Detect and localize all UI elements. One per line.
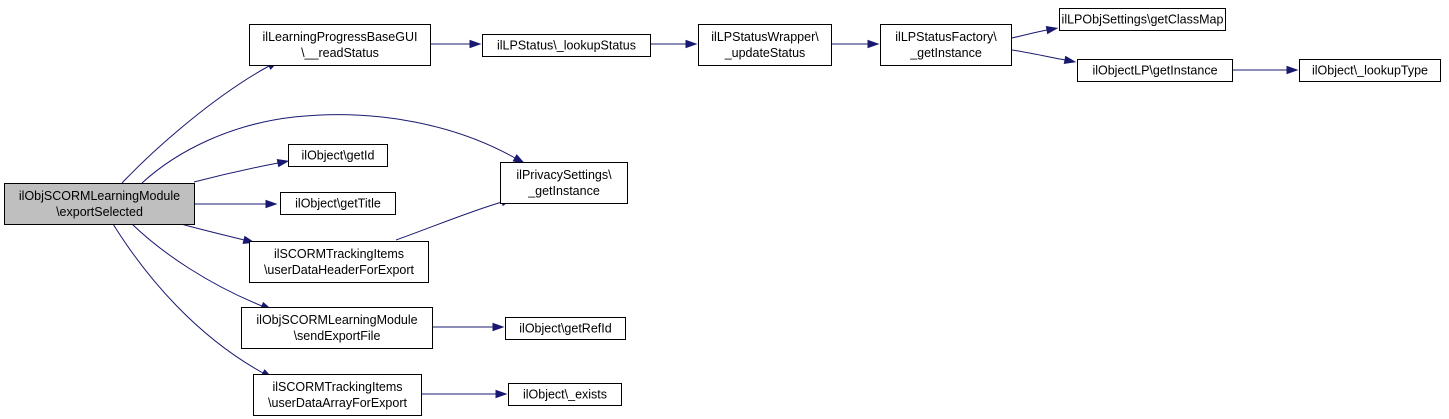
graph-node[interactable]: ilObjSCORMLearningModule \sendExportFile [241, 307, 433, 349]
graph-node[interactable]: ilObject\getTitle [280, 192, 396, 215]
graph-node[interactable]: ilObject\getId [288, 144, 388, 167]
graph-node[interactable]: ilObject\getRefId [505, 317, 626, 340]
arrowhead [469, 39, 482, 49]
node-label: ilLPStatus\_lookupStatus [497, 39, 636, 53]
node-box [500, 162, 628, 204]
node-label: \sendExportFile [294, 329, 381, 343]
node-box [253, 374, 422, 416]
node-label: ilObjectLP\getInstance [1092, 64, 1217, 78]
edge-root-n10 [194, 199, 278, 209]
edge-n2-n3 [651, 39, 698, 49]
graph-node[interactable]: ilSCORMTrackingItems \userDataHeaderForEx… [249, 241, 429, 283]
arrowhead [265, 199, 278, 209]
node-label: ilObject\getRefId [519, 322, 611, 336]
node-box [280, 192, 396, 215]
node-layer: ilObjSCORMLearningModule\exportSelectedi… [4, 8, 1441, 416]
node-box [249, 241, 429, 283]
node-label: ilLPStatusFactory\ [895, 30, 997, 44]
node-box [241, 307, 433, 349]
edge-n12-n13 [432, 322, 505, 332]
edge-line [193, 162, 279, 183]
edge-line [1011, 49, 1066, 61]
arrowhead [276, 158, 290, 168]
node-label: \__readStatus [301, 46, 379, 60]
node-label: _updateStatus [724, 46, 806, 60]
arrowhead [1063, 55, 1077, 65]
edge-line [180, 223, 245, 241]
edge-root-n11 [180, 223, 256, 244]
node-label: _getInstance [527, 184, 600, 198]
node-box [505, 317, 626, 340]
node-label: ilObjSCORMLearningModule [256, 313, 417, 327]
edge-line [121, 65, 270, 184]
arrowhead [492, 322, 505, 332]
graph-node[interactable]: ilLPStatusWrapper\ _updateStatus [698, 24, 832, 66]
arrowhead [1286, 65, 1299, 75]
edge-layer [112, 25, 1299, 399]
edge-root-n14 [112, 223, 274, 379]
node-label: ilPrivacySettings\ [516, 168, 612, 182]
node-label: ilObject\getId [302, 149, 375, 163]
node-label: ilObject\_lookupType [1312, 64, 1428, 78]
node-box [249, 24, 431, 66]
edge-line [131, 223, 263, 307]
graph-node[interactable]: ilObject\_lookupType [1299, 59, 1441, 82]
edge-root-n1 [121, 60, 280, 184]
node-label: \exportSelected [56, 205, 143, 219]
graph-node[interactable]: ilLPStatus\_lookupStatus [482, 34, 651, 57]
node-box [482, 34, 651, 57]
arrowhead [867, 39, 880, 49]
node-label: ilLPObjSettings\getClassMap [1062, 13, 1224, 27]
node-box [1059, 8, 1226, 31]
node-box [1077, 59, 1233, 82]
graph-node[interactable]: ilLPStatusFactory\ _getInstance [880, 24, 1012, 66]
edge-n6-n7 [1232, 65, 1299, 75]
edge-line [141, 114, 516, 184]
edge-n14-n15 [421, 389, 508, 399]
node-box [508, 383, 622, 406]
edge-n4-n6 [1011, 49, 1077, 65]
node-label: ilObject\_exists [523, 388, 607, 402]
node-label: \userDataHeaderForExport [264, 263, 415, 277]
root-node[interactable]: ilObjSCORMLearningModule \exportSelected [4, 183, 195, 225]
graph-node[interactable]: ilLearningProgressBaseGUI \__readStatus [249, 24, 431, 66]
graph-node[interactable]: ilObject\_exists [508, 383, 622, 406]
edge-n3-n4 [831, 39, 880, 49]
arrowhead [512, 154, 526, 164]
node-label: ilSCORMTrackingItems [274, 247, 404, 261]
node-label: ilSCORMTrackingItems [272, 380, 402, 394]
graph-node[interactable]: ilSCORMTrackingItems \userDataArrayForExp… [253, 374, 422, 416]
edge-line [1011, 29, 1048, 39]
graph-node[interactable]: ilObjectLP\getInstance [1077, 59, 1233, 82]
node-box [880, 24, 1012, 66]
arrowhead [685, 39, 698, 49]
edge-root-n8 [193, 158, 290, 183]
edge-root-n9 [141, 114, 526, 184]
node-label: ilObject\getTitle [295, 197, 381, 211]
arrowhead [1045, 25, 1059, 35]
node-box [1299, 59, 1441, 82]
node-label: ilObjSCORMLearningModule [19, 189, 180, 203]
node-label: ilLearningProgressBaseGUI [263, 30, 418, 44]
node-label: \userDataArrayForExport [268, 396, 407, 410]
edge-n1-n2 [431, 39, 482, 49]
graph-node[interactable]: ilLPObjSettings\getClassMap [1059, 8, 1226, 31]
edge-n11-n9 [395, 198, 514, 241]
node-label: _getInstance [909, 46, 982, 60]
node-box [698, 24, 832, 66]
edge-n4-n5 [1011, 25, 1059, 39]
edge-line [112, 223, 264, 374]
graph-node[interactable]: ilPrivacySettings\ _getInstance [500, 162, 628, 204]
arrowhead [495, 389, 508, 399]
node-box [4, 183, 195, 225]
edge-line [395, 201, 503, 241]
node-label: ilLPStatusWrapper\ [711, 30, 819, 44]
node-box [288, 144, 388, 167]
